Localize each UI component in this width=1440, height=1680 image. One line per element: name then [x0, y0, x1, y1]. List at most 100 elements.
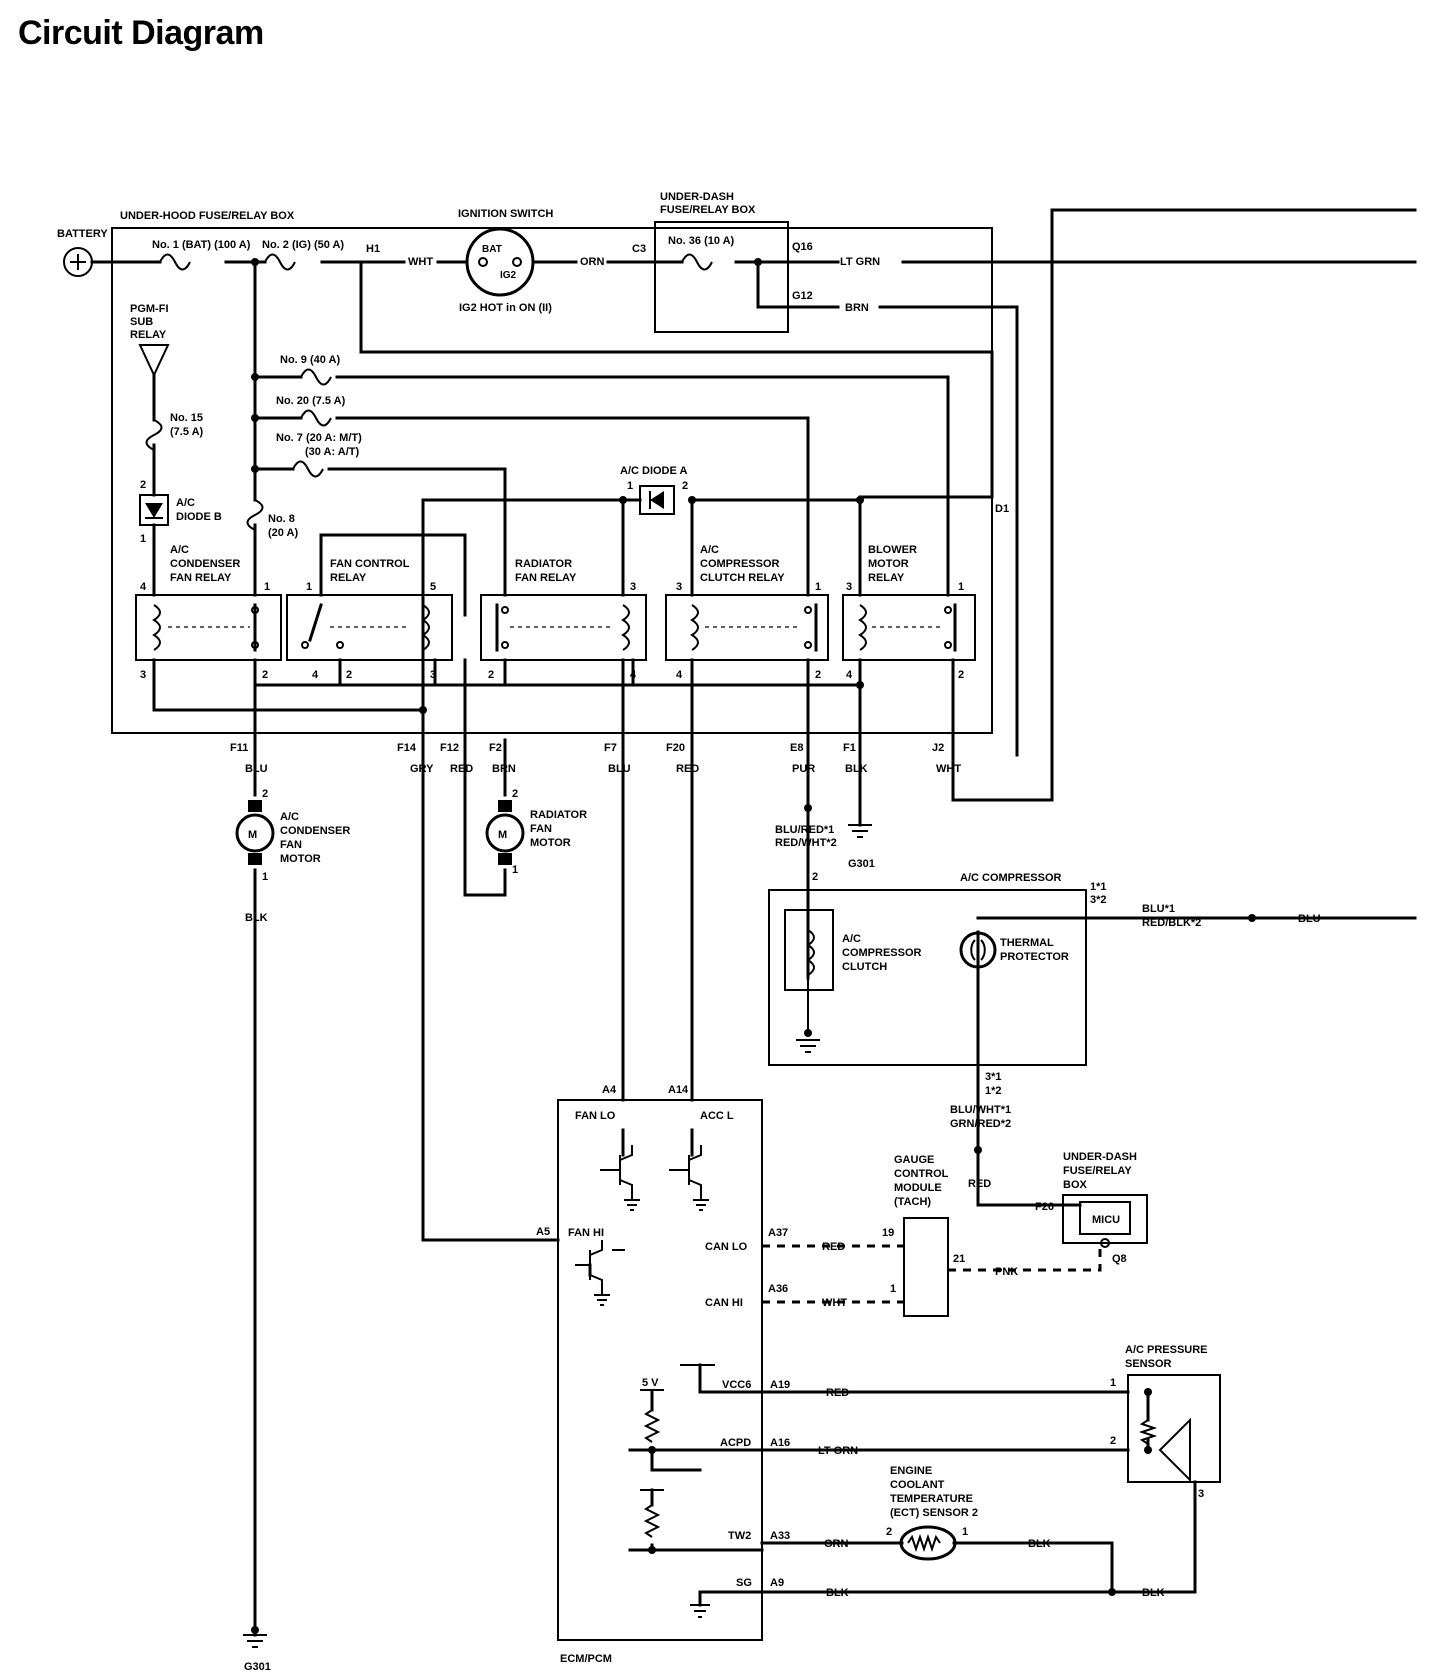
- micu-q8-terminal: [1100, 1238, 1110, 1248]
- radiator-fan-motor-icon: [485, 800, 525, 865]
- label-diode-b-2: DIODE B: [176, 511, 222, 523]
- label-fuse-15-2: (7.5 A): [170, 426, 204, 438]
- pin-rad-motor-2: 2: [512, 788, 518, 800]
- conn-f7: F7: [604, 742, 617, 754]
- ground-g301-icon: [848, 824, 872, 838]
- label-tw2: TW2: [728, 1530, 751, 1542]
- label-canhi: CAN HI: [705, 1297, 743, 1309]
- can-bus-lines: [762, 1243, 1102, 1304]
- pin-rad-4: 4: [630, 669, 637, 681]
- condenser-fan-motor-icon: [235, 800, 275, 865]
- label-cond-motor-1: A/C: [280, 811, 299, 823]
- fuse-20-icon: [300, 409, 332, 427]
- wire-blu1: BLU*1: [1142, 903, 1175, 915]
- label-vcc6: VCC6: [722, 1379, 751, 1391]
- label-relay-blower-2: MOTOR: [868, 558, 909, 570]
- pin-a4: A4: [602, 1084, 617, 1096]
- relay-compressor-internals: [690, 603, 818, 652]
- pin-21: 21: [953, 1253, 965, 1265]
- label-ect-1: ENGINE: [890, 1465, 932, 1477]
- ignition-switch-icon: [465, 227, 535, 297]
- micu-box: [1079, 1201, 1131, 1235]
- label-relay-comp-1: A/C: [700, 544, 719, 556]
- thermal-protector-icon: [959, 931, 997, 969]
- label-ignition-switch: IGNITION SWITCH: [458, 208, 553, 220]
- label-ign-note: IG2 HOT in ON (II): [459, 302, 552, 314]
- pin-12: 1*2: [985, 1085, 1002, 1097]
- fuse-2-icon: [264, 253, 296, 271]
- pin-diode-b-1: 1: [140, 533, 146, 545]
- label-cond-motor-4: MOTOR: [280, 853, 321, 865]
- label-g301-bottom: G301: [244, 1661, 271, 1673]
- wires: [90, 208, 1417, 1637]
- acc-l-transistor-icon: [669, 1145, 709, 1211]
- label-micu: MICU: [1092, 1214, 1120, 1226]
- ecm-tw2-resistor-icon: [640, 1489, 664, 1538]
- pin-fc-3: 3: [430, 669, 436, 681]
- pin-ect-1: 1: [962, 1526, 968, 1538]
- label-canlo: CAN LO: [705, 1241, 748, 1253]
- ground-dot-icon: [251, 1626, 259, 1634]
- pin-a9: A9: [770, 1577, 784, 1589]
- pin-fc-2: 2: [346, 669, 352, 681]
- fuse-36-icon: [681, 253, 713, 271]
- label-acpd: ACPD: [720, 1437, 751, 1449]
- label-ect-3: TEMPERATURE: [890, 1493, 973, 1505]
- pin-blower-1: 1: [958, 581, 964, 593]
- ground-compressor-icon: [796, 1039, 820, 1053]
- label-accl: ACC L: [700, 1110, 734, 1122]
- label-underhood-box: UNDER-HOOD FUSE/RELAY BOX: [120, 210, 295, 222]
- pin-a36: A36: [768, 1283, 788, 1295]
- battery-icon: [63, 247, 93, 277]
- label-relay-fanctrl-2: RELAY: [330, 572, 367, 584]
- wire-grn-tw2: GRN: [824, 1538, 849, 1550]
- label-ect-2: COOLANT: [890, 1479, 945, 1491]
- cond-motor-m: M: [248, 829, 257, 841]
- label-fuse-7-2: (30 A: A/T): [305, 446, 360, 458]
- conn-f11: F11: [230, 742, 248, 754]
- label-ud2-3: BOX: [1063, 1179, 1088, 1191]
- ac-compressor-box: [768, 889, 1087, 1066]
- pin-a19: A19: [770, 1379, 790, 1391]
- relay-box-compressor: [665, 594, 829, 661]
- conn-j2: J2: [932, 742, 944, 754]
- label-gauge-2: CONTROL: [894, 1168, 949, 1180]
- pin-ect-2: 2: [886, 1526, 892, 1538]
- pin-rad-3: 3: [630, 581, 636, 593]
- fuse-15-icon: [145, 419, 163, 451]
- ecm-5v-resistor-icon: [640, 1389, 664, 1443]
- conn-f14: F14: [397, 742, 417, 754]
- label-fuse-2: No. 2 (IG) (50 A): [262, 239, 344, 251]
- label-pgmfi-2: SUB: [130, 316, 153, 328]
- pin-a5: A5: [536, 1226, 550, 1238]
- diode-a-icon: [639, 485, 675, 515]
- ect-sensor-icon: [899, 1525, 957, 1561]
- wire-blk-cond: BLK: [245, 912, 268, 924]
- label-orn: ORN: [580, 256, 605, 268]
- label-pressure-2: SENSOR: [1125, 1358, 1172, 1370]
- wire-pnk: PNK: [995, 1266, 1018, 1278]
- label-relay-comp-2: COMPRESSOR: [700, 558, 780, 570]
- ecm-pcm-box: [557, 1099, 763, 1641]
- pin-rad-motor-1: 1: [512, 864, 518, 876]
- pgmfi-relay-icon: [138, 344, 170, 378]
- wire-blk-sg: BLK: [826, 1587, 849, 1599]
- label-g12: G12: [792, 290, 813, 302]
- fan-hi-transistor-icon: [575, 1240, 625, 1306]
- relay-box-fan-control: [286, 594, 453, 661]
- ground-condenser-motor-icon: [243, 1634, 267, 1648]
- label-relay-cond-3: FAN RELAY: [170, 572, 232, 584]
- label-battery: BATTERY: [57, 228, 108, 240]
- wire-red-vcc: RED: [826, 1387, 849, 1399]
- wire-red-thermal: RED: [968, 1178, 991, 1190]
- pin-comp-2: 2: [815, 669, 821, 681]
- pressure-sensor-icon: [1138, 1388, 1191, 1483]
- rad-motor-m: M: [498, 829, 507, 841]
- wire-wht-canhi: WHT: [822, 1297, 847, 1309]
- fuse-8-icon: [246, 499, 264, 531]
- label-d1: D1: [995, 503, 1009, 515]
- wire-red-canlo: RED: [822, 1241, 845, 1253]
- pin-a16: A16: [770, 1437, 790, 1449]
- wire-redwht2: RED/WHT*2: [775, 837, 837, 849]
- pin-fc-1: 1: [306, 581, 312, 593]
